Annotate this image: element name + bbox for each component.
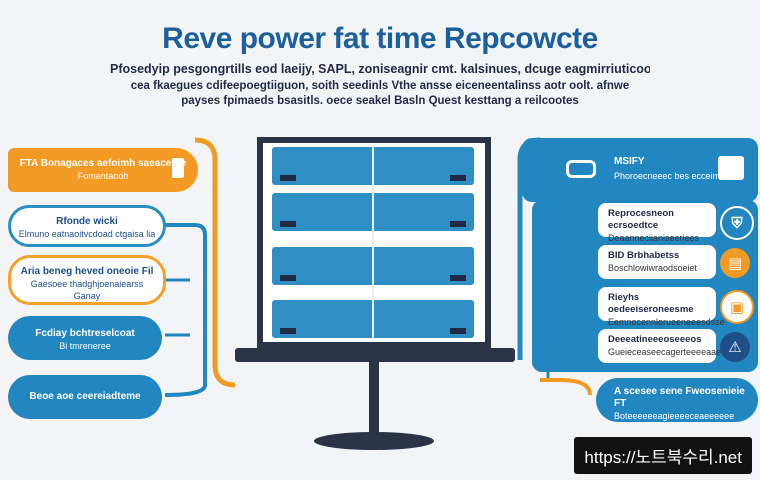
left-box-5-title: Beoe aoe ceereiadteme — [29, 391, 141, 402]
footer-link[interactable]: https://노트북수리.net — [574, 437, 752, 474]
left-box-3-title: Aria beneg heved oneoie Fil — [20, 266, 154, 277]
right-row-1-sub: Deaanneciianiseeriees — [608, 233, 700, 243]
right-row-3: Rieyhs oedeeiseroneesme Eemnocennlerueen… — [598, 287, 725, 327]
right-row-1-title: Reprocesneon ecrsoedtce — [608, 208, 674, 231]
right-row-2-sub: Boschlowiwraodsoeiet — [608, 263, 698, 273]
left-box-1: FTA Bonagaces aefoimh saeaceote Fomantao… — [8, 148, 198, 192]
right-top-title: MSIFY — [614, 156, 645, 167]
left-box-1-sub: Fomantaooh — [77, 171, 129, 181]
document-icon — [172, 158, 184, 178]
server-rack-icon — [235, 137, 515, 450]
right-row-2-title: BID Brbhabetss — [608, 250, 680, 261]
left-box-4-sub: Bi tmreneree — [59, 341, 111, 351]
right-row-1: Reprocesneon ecrsoedtce Deaanneciianisee… — [598, 203, 716, 243]
left-blue-connector — [164, 223, 207, 397]
chart-icon: ▤ — [720, 248, 750, 278]
cabinet-icon — [718, 156, 744, 180]
left-box-3-sub2: Ganay — [73, 291, 101, 301]
router-icon — [566, 160, 596, 178]
left-orange-connector — [194, 137, 236, 388]
right-bottom-sub: Boteeeeeeagieeeeceaeeeeee — [614, 411, 735, 421]
left-box-3: Aria beneg heved oneoie Fil Gaesoee thad… — [8, 255, 166, 305]
right-top-panel: MSIFY Phoroecneeec bes ecceimces — [522, 138, 758, 202]
left-box-3-sub: Gaesoee thadghjoenaiearss — [30, 279, 144, 289]
intro-line-2: cea fkaegues cdifeepoegtiiguon, soith se… — [130, 80, 630, 92]
right-row-4: Deeeatineeeoseeeos Gueieceaseecagerteeee… — [598, 329, 722, 363]
left-box-5: Beoe aoe ceereiadteme — [8, 375, 162, 419]
left-box-2: Rfonde wicki Elmuno eatnaoitvcdoad ctgai… — [8, 205, 166, 247]
right-row-3-title: Rieyhs oedeeiseroneesme — [608, 292, 694, 315]
right-row-4-title: Deeeatineeeoseeeos — [608, 334, 702, 345]
page-title: Reve power fat time Repcowcte — [162, 22, 598, 55]
right-bottom-title: A scesee sene Fweosenieie FT — [614, 386, 745, 409]
left-box-2-title: Rfonde wicki — [56, 216, 118, 227]
right-orange-connector — [540, 378, 592, 396]
right-row-4-sub: Gueieceaseecagerteeeeaae — [608, 347, 722, 357]
left-box-4: Fcdiay bchtreselcoat Bi tmreneree — [8, 316, 162, 360]
left-box-1-title: FTA Bonagaces aefoimh saeaceote — [19, 158, 187, 169]
left-box-4-title: Fcdiay bchtreselcoat — [35, 328, 135, 339]
intro-line-3: payses fpimaeds bsasitls. oece seakel Ba… — [181, 95, 579, 107]
cabinet-icon: ▣ — [720, 290, 754, 324]
intro-line-1: Pfosedyip pesgongrtills eod laeijy, SAPL… — [110, 62, 650, 76]
right-row-2: BID Brbhabetss Boschlowiwraodsoeiet — [598, 245, 716, 279]
right-bottom-panel: A scesee sene Fweosenieie FT Boteeeeeeag… — [596, 378, 758, 422]
right-row-3-sub: Eemnocennlerueeneeesdsse — [608, 317, 725, 327]
right-top-sub: Phoroecneeec bes ecceimces — [614, 171, 735, 181]
warning-icon: ⚠ — [720, 332, 750, 362]
tooth-icon: ⛨ — [720, 206, 754, 240]
left-box-2-sub: Elmuno eatnaoitvcdoad ctgaisa lia — [18, 229, 156, 239]
